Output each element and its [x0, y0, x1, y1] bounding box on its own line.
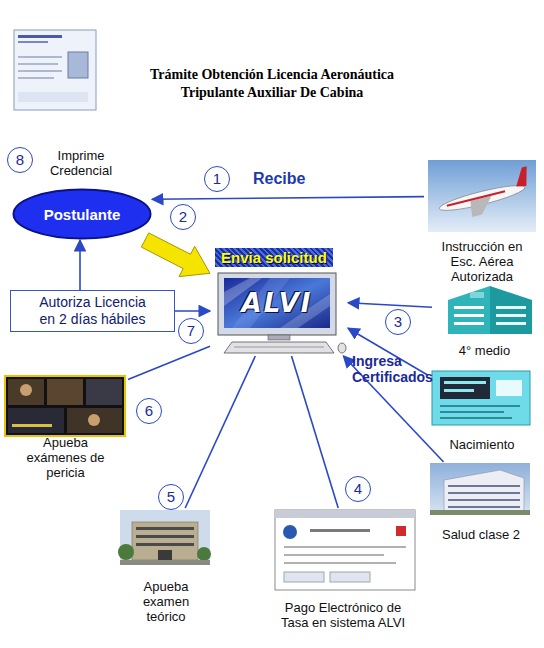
exam-building-photo — [118, 510, 211, 565]
diagram-title: Trámite Obtención Licencia Aeronáutica T… — [127, 66, 417, 102]
node-text: Imprime Credencial — [42, 148, 120, 178]
airplane-photo — [428, 160, 536, 232]
connector-line — [348, 303, 432, 308]
monitor-stand — [268, 335, 290, 340]
payment-node: Pago Electrónico de Tasa en sistema ALVI — [268, 508, 418, 630]
computer-mouse — [338, 343, 346, 353]
connector-line — [292, 356, 339, 508]
node-text: Pago Electrónico de Tasa en sistema ALVI — [270, 600, 416, 630]
node-text: Instrucción en Esc. Aérea Autorizada — [428, 239, 536, 284]
step-label: Ingresa Certificados — [352, 353, 444, 385]
certificate-node: Nacimiento — [428, 368, 536, 452]
keyboard-keys — [234, 347, 324, 348]
certificate-node: Salud clase 2 — [425, 462, 537, 542]
edge-label-banner: Envia solicitud — [215, 248, 333, 267]
callout-number: 3 — [385, 309, 411, 335]
connector-line — [128, 346, 210, 379]
payment-screenshot — [275, 510, 415, 590]
birth-certificate — [432, 371, 530, 425]
exam-node: Apueba exámenes de pericia — [3, 374, 128, 480]
callout-number: 7 — [178, 318, 204, 344]
monitor-screen — [224, 278, 330, 328]
certificate-node: 4° medio — [432, 282, 537, 358]
callout-number: 4 — [345, 476, 371, 502]
school-node: Instrucción en Esc. Aérea Autorizada — [424, 160, 540, 284]
cabin-crew-photos — [5, 376, 125, 436]
applicant-ellipse: Postulante — [12, 188, 152, 240]
callout-number: 2 — [170, 204, 196, 230]
screen-text-area: ALVI — [224, 278, 330, 328]
node-text: Autoriza Licencia en 2 días hábiles — [31, 294, 154, 328]
school-building — [448, 286, 532, 334]
callout-number: 5 — [158, 484, 184, 510]
health-building-photo — [430, 463, 530, 515]
keyboard — [224, 342, 334, 353]
alvi-computer: ALVI — [210, 272, 348, 356]
block-arrow — [141, 233, 210, 277]
connector-line — [79, 240, 81, 290]
node-text: Apueba examen teórico — [136, 579, 196, 624]
process-box: Autoriza Licencia en 2 días hábiles — [10, 290, 175, 332]
node-text: ALVI — [242, 288, 313, 318]
node-text: Apueba exámenes de pericia — [25, 435, 106, 480]
connector-line — [175, 310, 210, 312]
callout-number: 6 — [136, 398, 162, 424]
exam-node: Apueba examen teórico — [118, 508, 214, 624]
callout-number: 8 — [7, 147, 33, 173]
callout-number: 1 — [204, 166, 230, 192]
ellipse-shape — [14, 190, 151, 239]
credential-card — [14, 30, 96, 110]
connector-line — [185, 356, 255, 508]
edge-label: Recibe — [253, 170, 305, 188]
monitor-frame — [218, 273, 336, 335]
node-text: 4° medio — [459, 343, 510, 358]
node-text: Nacimiento — [449, 437, 514, 452]
node-text: Postulante — [44, 206, 121, 223]
connector-line — [152, 197, 424, 200]
node-text: Salud clase 2 — [442, 527, 520, 542]
